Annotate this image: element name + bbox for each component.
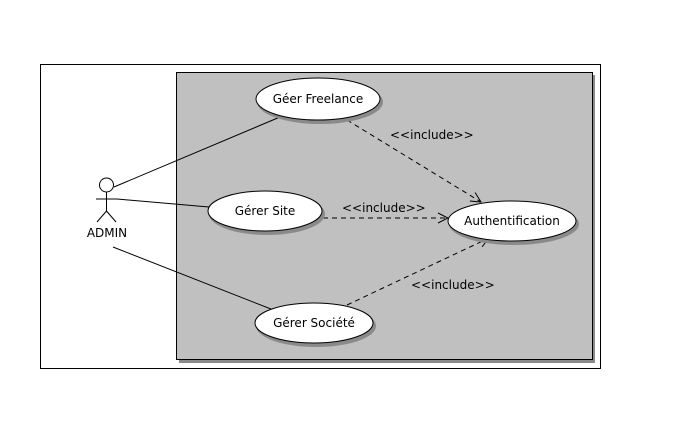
actor-left-leg [96, 210, 107, 223]
include-label-freelance: <<include>> [390, 128, 474, 142]
include-label-site: <<include>> [342, 201, 426, 215]
include-label-societe: <<include>> [411, 278, 495, 292]
use-case-freelance-label: Géer Freelance [273, 92, 364, 106]
association-admin-freelance [113, 116, 281, 188]
actor-head [99, 177, 114, 193]
actor-label: ADMIN [87, 226, 127, 240]
actor-right-leg [106, 210, 117, 223]
association-admin-societe [112, 246, 277, 312]
use-case-societe-label: Gérer Société [273, 316, 355, 330]
actor-admin [96, 177, 117, 223]
include-arrow-societe-auth [346, 238, 489, 306]
use-case-site [207, 190, 323, 232]
include-arrow-freelance-auth [346, 119, 481, 202]
association-admin-site [116, 198, 210, 208]
use-case-societe [254, 302, 374, 344]
use-case-site-label: Gérer Site [235, 204, 296, 218]
use-case-auth-label: Authentification [464, 214, 560, 228]
use-case-auth [447, 200, 577, 242]
use-case-freelance [255, 77, 381, 121]
